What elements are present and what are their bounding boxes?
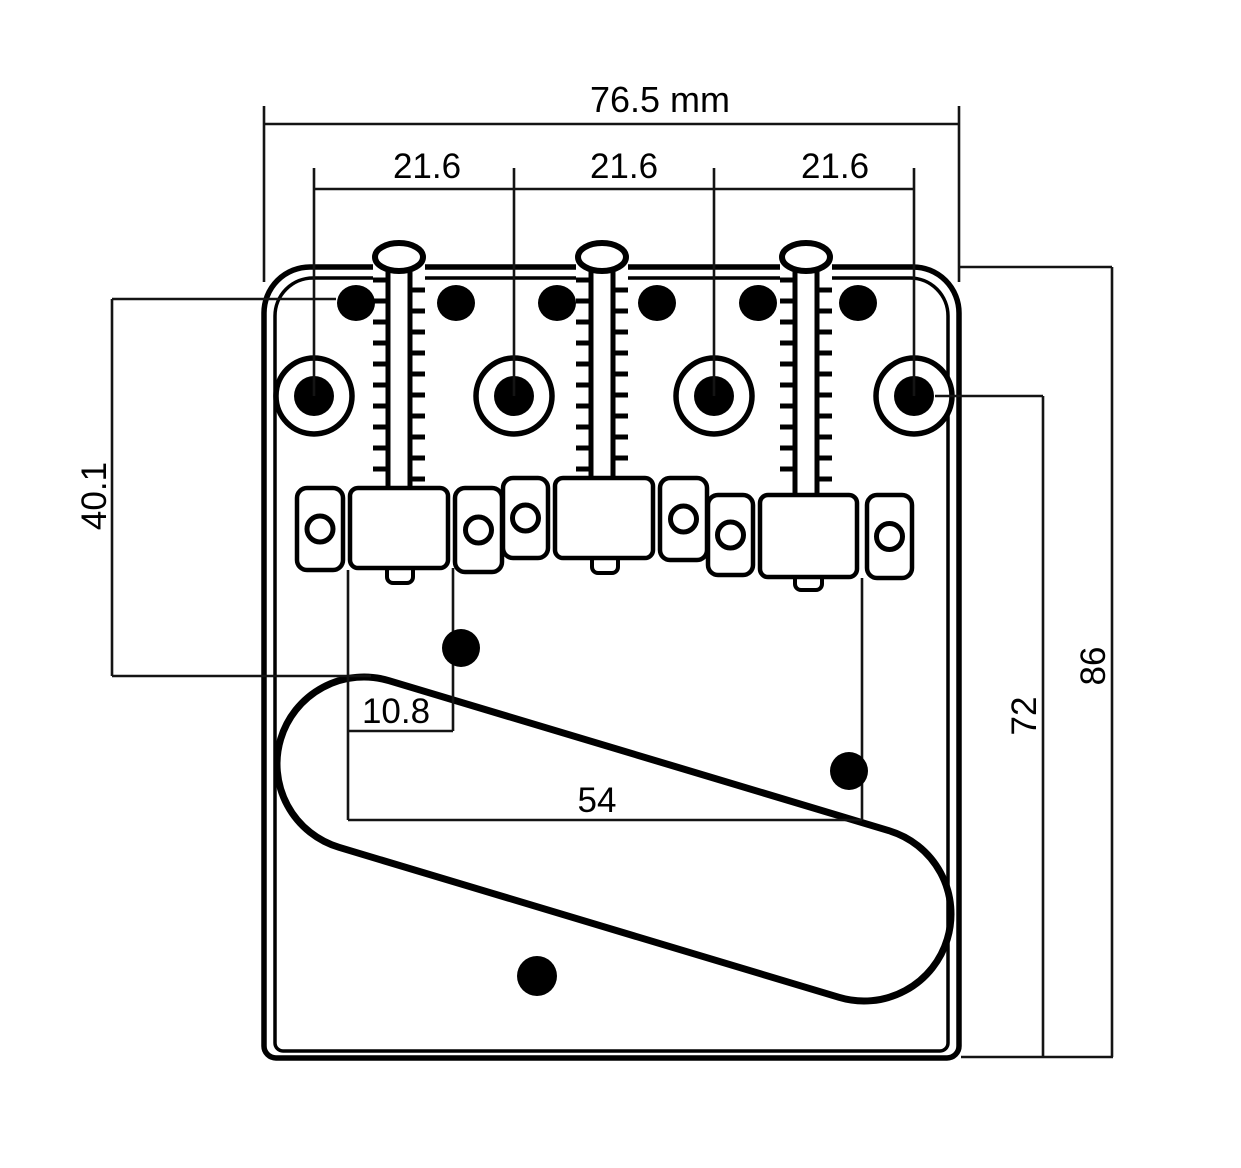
string-hole <box>538 285 576 321</box>
intonation-screw-head <box>372 240 426 274</box>
height-screw-hole <box>874 521 905 552</box>
label-spacing-2: 21.6 <box>590 147 658 186</box>
saddle-assembly <box>705 240 915 592</box>
saddles <box>294 240 915 592</box>
pickup-cutout <box>273 673 955 1005</box>
pickup-screw-hole <box>442 629 480 667</box>
saddle-assembly <box>294 240 505 585</box>
intonation-screw-shaft <box>390 252 408 488</box>
saddle-body <box>552 475 656 561</box>
bridge-plate <box>261 264 962 1061</box>
height-screw-hole <box>510 502 541 534</box>
height-screw-hole <box>668 503 699 535</box>
string-hole <box>839 285 877 321</box>
string-hole <box>739 285 777 321</box>
label-overall-width: 76.5 mm <box>590 79 730 120</box>
height-screw-hole <box>463 514 494 546</box>
label-10-8: 10.8 <box>362 692 430 731</box>
label-54: 54 <box>578 781 617 820</box>
string-hole <box>337 285 375 321</box>
string-and-pickup-holes <box>337 285 877 996</box>
intonation-screw-shaft <box>797 252 815 495</box>
dimension-labels: 76.5 mm 21.6 21.6 21.6 40.1 10.8 54 72 8… <box>75 79 1113 820</box>
intonation-screw-head <box>779 240 833 274</box>
intonation-screw-head <box>575 240 629 274</box>
saddle-body <box>347 485 451 571</box>
height-screw-hole <box>304 513 336 545</box>
saddle-assembly <box>500 240 710 575</box>
height-screw-hole <box>715 519 746 551</box>
dimension-lines <box>110 106 1114 1059</box>
label-86: 86 <box>1074 647 1113 686</box>
bridge-plate-inner-edge <box>273 276 950 1053</box>
pickup-screw-hole <box>830 752 868 790</box>
label-spacing-3: 21.6 <box>801 147 869 186</box>
pickup-screw-hole <box>517 956 557 996</box>
label-40-1: 40.1 <box>75 462 114 530</box>
bridge-plate-outer-edge <box>261 264 962 1061</box>
saddle-body <box>757 492 860 580</box>
string-hole <box>638 285 676 321</box>
intonation-screw-shaft <box>593 252 611 478</box>
label-spacing-1: 21.6 <box>393 147 461 186</box>
label-72: 72 <box>1005 697 1044 736</box>
string-hole <box>437 285 475 321</box>
